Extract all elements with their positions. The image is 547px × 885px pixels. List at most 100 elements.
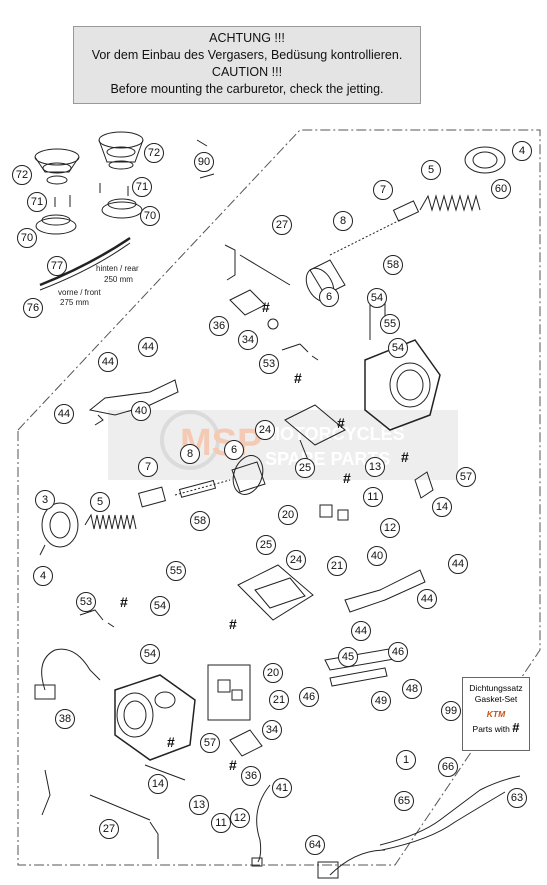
- callout-label: 7: [380, 184, 386, 196]
- callout-label: 90: [198, 156, 210, 168]
- callout-circle: [327, 556, 347, 576]
- hose-rear-label: hinten / rear: [96, 264, 139, 273]
- callout-circle: [380, 314, 400, 334]
- callout-circle: [272, 215, 292, 235]
- callout-label: 14: [436, 501, 448, 513]
- callout-circle: [367, 288, 387, 308]
- callout-44: 44: [98, 352, 118, 372]
- callout-circle: [132, 177, 152, 197]
- callout-label: 27: [276, 219, 288, 231]
- callout-circle: [180, 444, 200, 464]
- callout-44: 44: [138, 337, 158, 357]
- callout-label: 7: [145, 461, 151, 473]
- callout-circle: [144, 143, 164, 163]
- callout-41: 41: [272, 778, 292, 798]
- callout-label: 58: [194, 515, 206, 527]
- callout-8: 8: [180, 444, 200, 464]
- callout-7: 7: [138, 457, 158, 477]
- callout-4: 4: [512, 141, 532, 161]
- callout-40: 40: [131, 401, 151, 421]
- callout-72: 72: [144, 143, 164, 163]
- callout-circle: [351, 621, 371, 641]
- callout-label: 21: [273, 694, 285, 706]
- callout-label: 57: [460, 471, 472, 483]
- hash-marker: #: [337, 415, 345, 431]
- callout-54: 54: [367, 288, 387, 308]
- callout-1: 1: [396, 750, 416, 770]
- callout-label: 45: [342, 651, 354, 663]
- callout-63: 63: [507, 788, 527, 808]
- callout-label: 44: [102, 356, 114, 368]
- callout-71: 71: [132, 177, 152, 197]
- callout-label: 63: [511, 792, 523, 804]
- callout-label: 20: [282, 509, 294, 521]
- legend-parts-label: Parts with: [472, 724, 510, 734]
- callout-label: 12: [384, 522, 396, 534]
- callout-label: 4: [519, 145, 525, 157]
- callout-circle: [241, 766, 261, 786]
- callout-label: 34: [266, 724, 278, 736]
- callout-label: 13: [369, 461, 381, 473]
- callout-54: 54: [150, 596, 170, 616]
- callout-label: 72: [16, 169, 28, 181]
- callout-44: 44: [417, 589, 437, 609]
- callout-77: 77: [47, 256, 67, 276]
- callout-27: 27: [272, 215, 292, 235]
- callout-label: 6: [326, 291, 332, 303]
- callout-71: 71: [27, 192, 47, 212]
- callout-circle: [230, 808, 250, 828]
- callout-circle: [417, 589, 437, 609]
- callout-circle: [224, 440, 244, 460]
- callout-circle: [286, 550, 306, 570]
- callout-circle: [507, 788, 527, 808]
- callout-circle: [138, 457, 158, 477]
- callout-label: 71: [31, 196, 43, 208]
- callout-label: 53: [263, 358, 275, 370]
- callout-circle: [90, 492, 110, 512]
- callout-circle: [432, 497, 452, 517]
- gasket-markers: # # # # # # # # #: [120, 299, 409, 773]
- watermark-text-1: MOTORCYCLES: [265, 424, 405, 444]
- callout-circle: [259, 354, 279, 374]
- callout-label: 36: [213, 320, 225, 332]
- callout-circle: [380, 518, 400, 538]
- callout-circle: [194, 152, 214, 172]
- callout-label: 5: [97, 496, 103, 508]
- callout-circle: [189, 795, 209, 815]
- callout-13: 13: [365, 457, 385, 477]
- hash-marker: #: [294, 370, 302, 386]
- callout-25: 25: [295, 458, 315, 478]
- callout-label: 58: [387, 259, 399, 271]
- callout-label: 48: [406, 683, 418, 695]
- callout-99: 99: [445, 705, 457, 717]
- callout-34: 34: [262, 720, 282, 740]
- hose-front-label: vorne / front: [58, 288, 101, 297]
- callout-label: 44: [355, 625, 367, 637]
- callout-circle: [148, 774, 168, 794]
- callout-label: 5: [428, 164, 434, 176]
- callout-3: 3: [35, 490, 55, 510]
- hash-marker: #: [229, 757, 237, 773]
- callout-circle: [76, 592, 96, 612]
- watermark: MSP MOTORCYCLES SPARE PARTS: [108, 410, 458, 480]
- callout-circle: [373, 180, 393, 200]
- callout-24: 24: [255, 420, 275, 440]
- callout-label: 71: [136, 181, 148, 193]
- callout-44: 44: [448, 554, 468, 574]
- callout-53: 53: [76, 592, 96, 612]
- callout-label: 14: [152, 778, 164, 790]
- callout-55: 55: [380, 314, 400, 334]
- callout-circle: [17, 228, 37, 248]
- callout-72: 72: [12, 165, 32, 185]
- callout-36: 36: [209, 316, 229, 336]
- callout-label: 77: [51, 260, 63, 272]
- callout-numbers: 1344556677881111121213131414202021212424…: [12, 141, 532, 855]
- callout-circle: [211, 813, 231, 833]
- callout-circle: [456, 467, 476, 487]
- callout-circle: [200, 733, 220, 753]
- callout-label: 36: [245, 770, 257, 782]
- callout-58: 58: [383, 255, 403, 275]
- callout-label: 44: [142, 341, 154, 353]
- callout-circle: [448, 554, 468, 574]
- notice-line-3: CAUTION !!!: [211, 65, 283, 79]
